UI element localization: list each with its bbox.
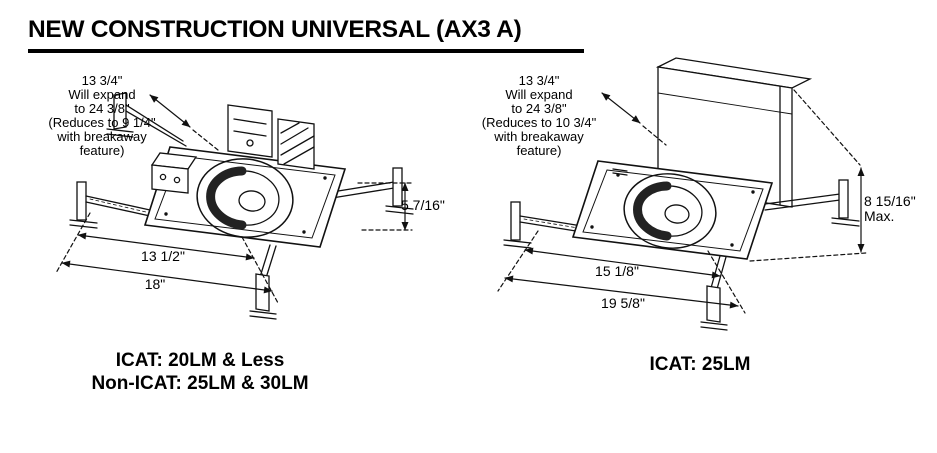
left-caption-line2: Non-ICAT: 25LM & 30LM xyxy=(91,373,309,394)
tall-housing-box xyxy=(655,57,813,208)
left-height-dimension-label: 5 7/16" xyxy=(401,197,445,213)
right-caption-line1: ICAT: 25LM xyxy=(649,354,751,375)
right-expand-note: 13 3/4" Will expand to 24 3/8" (Reduces … xyxy=(481,73,597,158)
dim-width-arrows xyxy=(55,212,279,304)
title-block: NEW CONSTRUCTION UNIVERSAL (AX3 A) xyxy=(28,16,584,53)
front-hanger-bracket xyxy=(700,255,728,331)
page-title: NEW CONSTRUCTION UNIVERSAL (AX3 A) xyxy=(28,16,522,43)
right-hanger-bar xyxy=(331,167,414,215)
right-inner-width-dimension-label: 15 1/8" xyxy=(595,263,639,279)
mounting-pan xyxy=(143,146,347,248)
dim-height-arrow xyxy=(357,182,413,231)
left-expand-note: 13 3/4" Will expand to 24 3/8" (Reduces … xyxy=(48,73,156,158)
junction-box xyxy=(150,152,198,194)
front-hanger-bracket xyxy=(249,244,277,320)
left-caption: ICAT: 20LM & Less Non-ICAT: 25LM & 30LM xyxy=(25,349,375,395)
left-inner-width-dimension-label: 13 1/2" xyxy=(141,248,185,264)
left-hanger-bar xyxy=(503,201,583,249)
right-housing-drawing xyxy=(497,57,867,331)
left-outer-width-dimension-label: 18" xyxy=(144,276,166,292)
aperture-ring xyxy=(623,173,717,249)
dim-expand-arrow xyxy=(601,92,667,146)
aperture-ring xyxy=(196,158,294,238)
right-hanger-bar xyxy=(764,179,860,227)
dim-expand-arrow xyxy=(149,94,219,151)
mounting-pan xyxy=(571,160,774,260)
right-outer-width-dimension-label: 19 5/8" xyxy=(601,295,645,311)
right-caption: ICAT: 25LM xyxy=(545,353,855,376)
left-hanger-bar xyxy=(69,181,151,229)
left-housing-drawing xyxy=(55,92,414,320)
dim-height-arrow xyxy=(749,89,867,262)
right-height-dimension-label: 8 15/16" Max. xyxy=(864,193,916,224)
socket-bracket xyxy=(227,104,315,170)
rear-left-hanger-bracket xyxy=(106,92,187,147)
dim-width-arrows xyxy=(497,230,746,314)
left-caption-line1: ICAT: 20LM & Less xyxy=(115,350,285,371)
